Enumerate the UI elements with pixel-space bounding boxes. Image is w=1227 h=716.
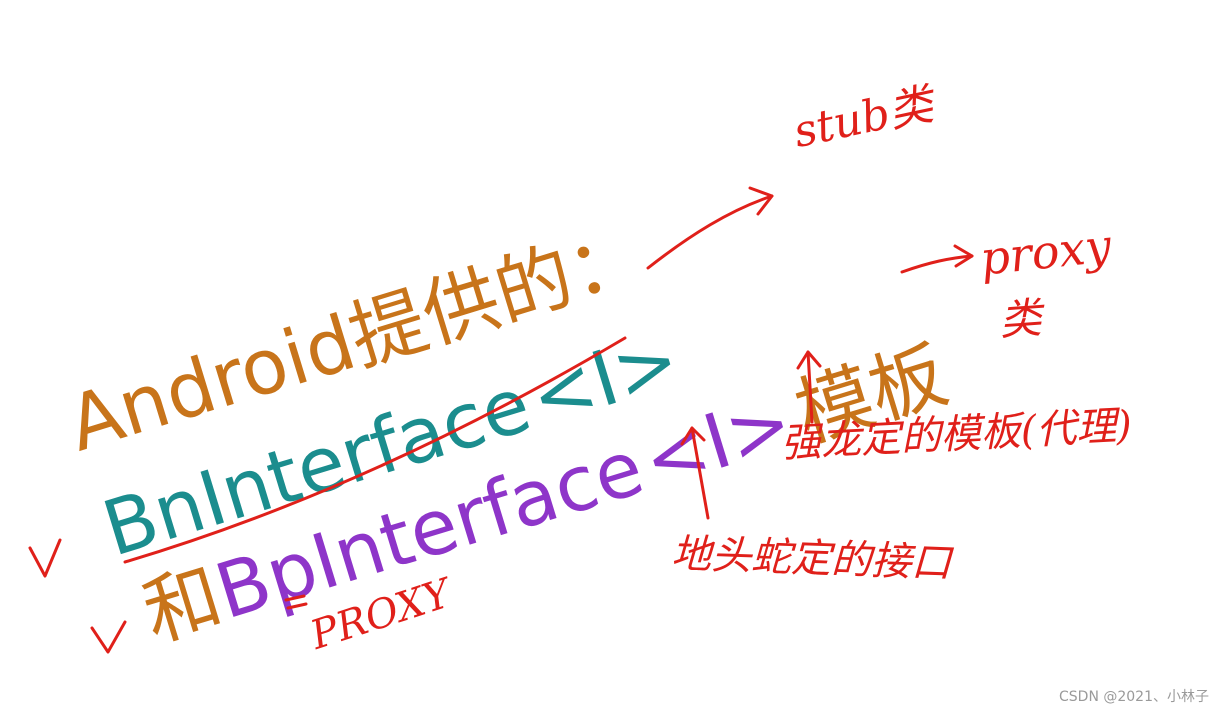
arrow-proxy-icon bbox=[900, 254, 974, 274]
underline-stroke bbox=[123, 336, 627, 564]
arrow-template-icon bbox=[806, 350, 814, 424]
arrow-stub-icon bbox=[646, 194, 774, 270]
checkmark-icon bbox=[28, 538, 62, 578]
equals-stroke bbox=[284, 594, 308, 610]
checkmark-icon bbox=[90, 620, 127, 654]
arrow-interface-icon bbox=[690, 426, 710, 520]
watermark-text: CSDN @2021、小林子 bbox=[1059, 689, 1209, 705]
proxy-annotation: proxy bbox=[977, 218, 1114, 286]
proxy-class-annotation: 类 bbox=[997, 293, 1044, 345]
snake-interface-annotation: 地头蛇定的接口 bbox=[670, 531, 952, 587]
